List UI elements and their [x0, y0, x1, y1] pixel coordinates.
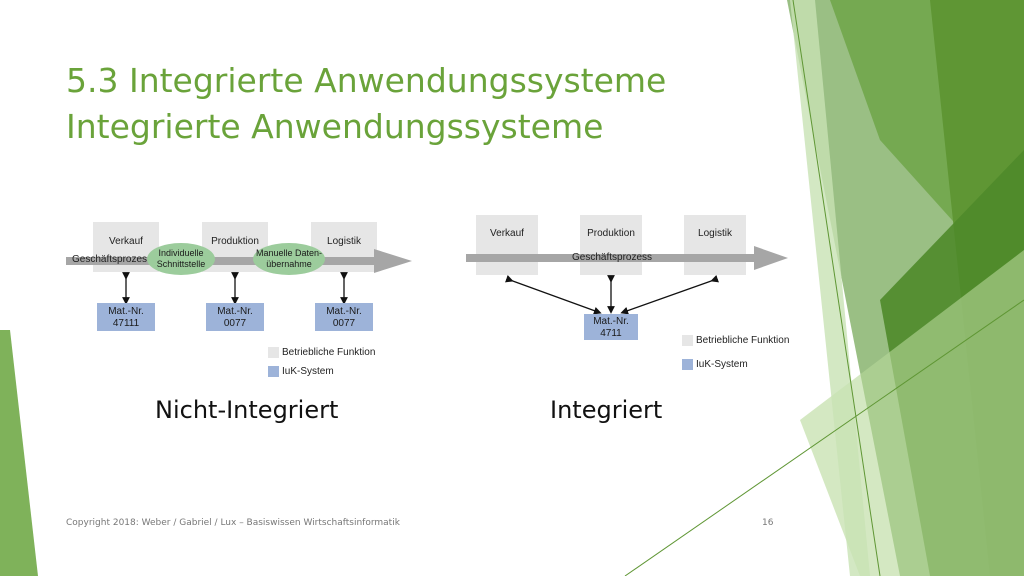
iuk-system-logistik: Mat.-Nr. 0077: [315, 303, 373, 331]
deco-line: [792, 0, 881, 576]
legend-label-function: Betriebliche Funktion: [282, 347, 376, 358]
process-arrow: [66, 249, 412, 273]
function-label-produktion: Produktion: [587, 228, 635, 239]
caption-nicht-integriert: Nicht-Integriert: [155, 396, 339, 424]
page-number: 16: [762, 518, 774, 528]
iuk-system-produktion: Mat.-Nr. 0077: [206, 303, 264, 331]
function-label-logistik: Logistik: [698, 228, 732, 239]
function-box-logistik: [684, 215, 746, 275]
caption-integriert: Integriert: [550, 396, 663, 424]
link-arrows: [505, 275, 719, 315]
process-arrow: [466, 246, 788, 270]
footer-copyright: Copyright 2018: Weber / Gabriel / Lux – …: [66, 518, 400, 528]
link-arrows: [122, 272, 348, 305]
function-label-produktion: Produktion: [211, 236, 259, 247]
legend-swatch-function: [682, 335, 693, 346]
legend-label-iuk: IuK-System: [282, 366, 334, 377]
deco-shape: [790, 0, 870, 576]
function-label-verkauf: Verkauf: [490, 228, 524, 239]
legend-label-iuk: IuK-System: [696, 359, 748, 370]
iuk-system-integriert: Mat.-Nr. 4711: [584, 314, 638, 340]
legend-swatch-iuk: [682, 359, 693, 370]
page-title-line1: 5.3 Integrierte Anwendungssysteme: [66, 61, 667, 100]
function-label-verkauf: Verkauf: [109, 236, 143, 247]
legend-label-function: Betriebliche Funktion: [696, 335, 790, 346]
page-title-line2: Integrierte Anwendungssysteme: [66, 107, 604, 146]
process-label: Geschäftsprozess: [72, 254, 153, 265]
interface-manuelle-datenuebernahme: Manuelle Daten- übernahme: [253, 243, 325, 275]
interface-individuelle-schnittstelle: Individuelle Schnittstelle: [147, 243, 215, 275]
function-label-logistik: Logistik: [327, 236, 361, 247]
legend-swatch-iuk: [268, 366, 279, 377]
iuk-system-verkauf: Mat.-Nr. 47111: [97, 303, 155, 331]
legend-swatch-function: [268, 347, 279, 358]
deco-line: [624, 299, 1024, 576]
function-box-verkauf: [476, 215, 538, 275]
function-box-produktion: [580, 215, 642, 275]
process-label: Geschäftsprozess: [572, 252, 653, 263]
deco-shape: [0, 330, 38, 576]
